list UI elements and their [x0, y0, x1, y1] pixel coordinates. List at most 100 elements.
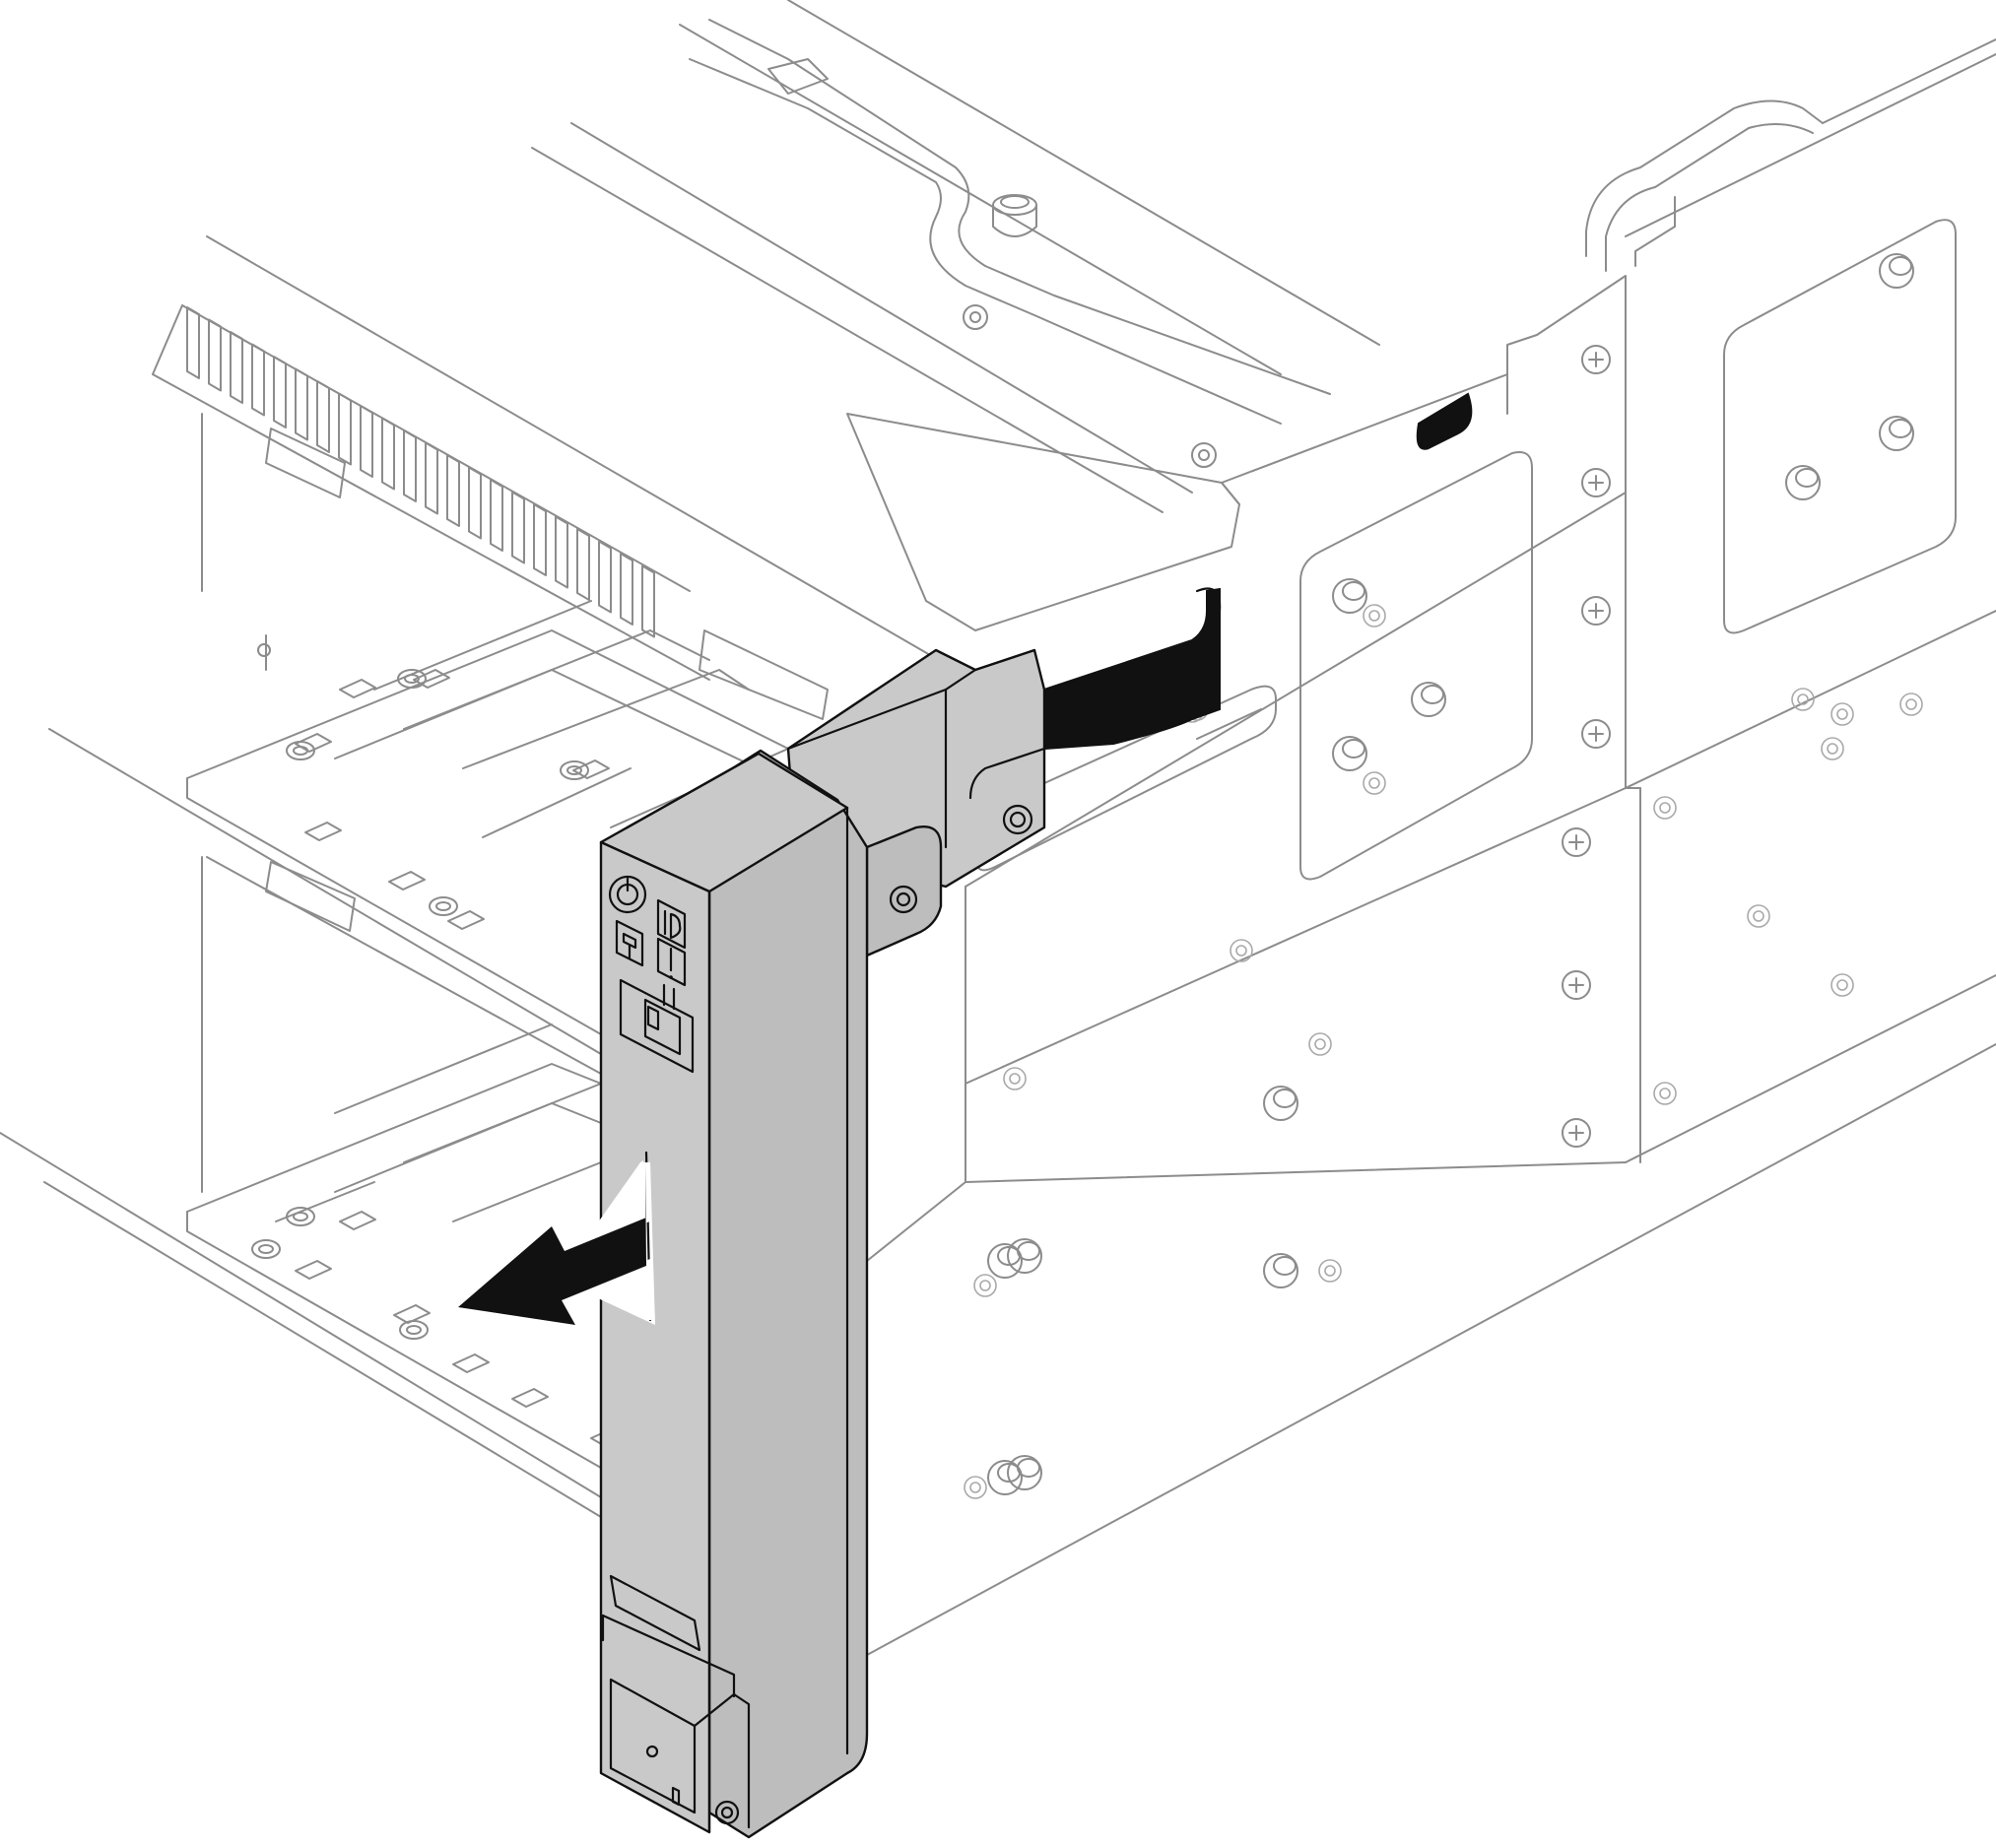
grille-slot	[576, 528, 590, 601]
phillips-screw	[1562, 970, 1591, 1000]
tray-standoff	[560, 760, 589, 780]
removal-direction-arrow	[446, 1151, 655, 1332]
chassis-top-cover	[206, 0, 1380, 671]
standoff-post	[1785, 465, 1821, 500]
mounting-hole-inner	[979, 1280, 991, 1291]
standoff-post-top	[1889, 256, 1912, 276]
phillips-screw-slot	[1588, 603, 1604, 619]
phillips-screw-slot	[1568, 977, 1584, 993]
mounting-hole-inner	[1314, 1038, 1326, 1050]
standoff-post	[987, 1460, 1023, 1495]
tray-standoff	[286, 1207, 315, 1226]
mounting-hole	[1363, 771, 1386, 795]
grille-slot	[316, 380, 330, 453]
grille-slot	[208, 318, 222, 392]
grille-slot	[641, 564, 655, 638]
usb-port-icon[interactable]	[619, 978, 695, 1074]
drive-cage-left	[0, 413, 789, 1518]
tray-slot	[447, 910, 485, 930]
tray-standoff	[397, 669, 427, 689]
grille-slot	[230, 331, 243, 404]
grille-slot	[598, 540, 612, 614]
tray-standoff	[251, 1239, 281, 1259]
phillips-screw-slot	[1568, 1125, 1584, 1141]
standoff-post	[1007, 1455, 1042, 1490]
phillips-screw-slot	[1588, 475, 1604, 491]
mounting-hole-inner	[1368, 610, 1380, 622]
network-activity-icon	[615, 919, 644, 967]
standoff-post-top	[1017, 1458, 1040, 1478]
tray-slot	[511, 1388, 549, 1408]
mounting-hole	[1308, 1032, 1332, 1056]
standoff-post-top	[1795, 468, 1819, 488]
grille-slot	[468, 466, 482, 540]
tray-standoff	[286, 741, 315, 760]
mounting-hole-inner	[1368, 777, 1380, 789]
grille-slot	[273, 356, 287, 429]
mounting-hole-inner	[1797, 693, 1809, 705]
mounting-hole-inner	[1827, 743, 1838, 755]
grille-slot	[403, 429, 417, 502]
grille-slot	[446, 454, 460, 527]
tray-slot	[572, 759, 610, 779]
tray-slot	[393, 1304, 431, 1324]
mounting-hole	[1230, 939, 1253, 962]
standoff-post-top	[1342, 739, 1365, 759]
tray-standoff-hole	[404, 674, 420, 684]
grille-slot	[425, 441, 438, 515]
tray-slot	[339, 679, 376, 698]
grille-slot	[338, 392, 352, 466]
standoff-post	[1332, 578, 1367, 614]
standoff-post	[1263, 1086, 1298, 1121]
standoff-post-top	[1273, 1256, 1297, 1276]
cover-thumbscrew	[992, 194, 1037, 237]
front-io-cable	[1043, 587, 1222, 751]
latch-release-button[interactable]	[609, 1678, 697, 1815]
phillips-screw-slot	[1568, 834, 1584, 850]
standoff-post-top	[1273, 1089, 1297, 1108]
phillips-screw-slot	[1588, 352, 1604, 367]
rack-latch-front	[599, 749, 869, 1839]
mounting-hole-inner	[969, 1482, 981, 1493]
mounting-hole	[1363, 604, 1386, 627]
mounting-hole	[1830, 702, 1854, 726]
tray-standoff-hole	[406, 1325, 422, 1335]
phillips-screw	[1581, 596, 1611, 626]
mounting-hole	[1821, 737, 1844, 760]
phillips-screw	[1562, 827, 1591, 857]
grille-slot	[381, 417, 395, 491]
tray-slot	[388, 871, 426, 891]
mounting-hole	[1899, 693, 1923, 716]
grille-slot	[251, 343, 265, 417]
tray-standoff-hole	[293, 746, 308, 756]
grille-slot	[620, 553, 633, 626]
standoff-post	[1263, 1253, 1298, 1288]
mounting-hole-inner	[1836, 708, 1848, 720]
tray-slot	[295, 733, 332, 753]
mounting-hole-inner	[1659, 1088, 1671, 1099]
grille-slot	[186, 306, 200, 379]
standoff-post	[1332, 736, 1367, 771]
power-button-icon[interactable]	[608, 875, 647, 914]
tray-slot	[295, 1260, 332, 1280]
mounting-hole-inner	[1009, 1073, 1021, 1085]
standoff-post-top	[1017, 1241, 1040, 1261]
id-button-icon[interactable]	[656, 898, 687, 950]
phillips-screw-slot	[1588, 726, 1604, 742]
grille-slot	[295, 367, 308, 441]
standoff-post	[1411, 682, 1446, 717]
tray-slot	[304, 822, 342, 841]
mounting-hole-inner	[1659, 802, 1671, 814]
phillips-screw	[1562, 1118, 1591, 1148]
phillips-screw	[1581, 719, 1611, 749]
tray-standoff	[399, 1320, 429, 1340]
grille-slot	[490, 479, 503, 552]
grille-slot	[511, 491, 525, 564]
tray-standoff-hole	[293, 1212, 308, 1221]
mounting-hole-inner	[1235, 945, 1247, 957]
standoff-post-top	[1421, 685, 1444, 704]
mounting-hole	[1318, 1259, 1342, 1283]
phillips-screw	[1581, 345, 1611, 374]
